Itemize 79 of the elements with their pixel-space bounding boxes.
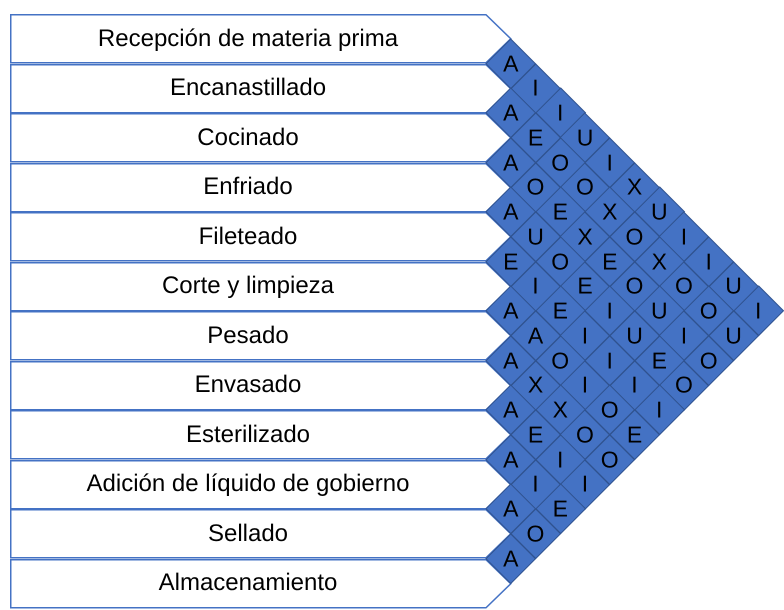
activity-name: Esterilizado: [184, 420, 312, 450]
relationship-code: E: [528, 126, 544, 150]
relationship-code: O: [551, 151, 570, 174]
activity-name: Encanastillado: [168, 73, 328, 104]
relationship-code: I: [532, 274, 539, 298]
activity-name: Cocinado: [196, 122, 300, 153]
relationship-code: O: [626, 225, 644, 248]
relationship-code: E: [652, 349, 667, 372]
relationship-code: U: [650, 200, 668, 224]
relationship-code: O: [700, 300, 718, 322]
activity-name: Sellado: [206, 518, 290, 549]
relationship-code: E: [577, 274, 593, 298]
relationship-code: I: [680, 324, 688, 348]
relationship-code: U: [527, 225, 544, 248]
relationship-code: O: [551, 349, 570, 372]
relationship-code: I: [680, 225, 688, 248]
relationship-code: E: [503, 250, 518, 273]
activity-name: Fileteado: [198, 222, 298, 252]
relationship-code: E: [552, 200, 568, 224]
relationship-code: I: [557, 448, 564, 471]
relationship-code: A: [503, 398, 518, 422]
relationship-code: I: [582, 374, 588, 397]
relationship-code: X: [577, 225, 593, 248]
relationship-code: A: [503, 547, 518, 570]
relationship-code: O: [600, 398, 619, 422]
relationship-code: I: [706, 250, 712, 273]
relationship-code: I: [656, 398, 662, 422]
relationship-code: O: [576, 176, 594, 199]
relationship-code: U: [650, 300, 668, 322]
relationship-code: E: [552, 300, 568, 322]
relationship-code: E: [528, 423, 544, 446]
relationship-code: X: [552, 398, 568, 422]
relationship-code: A: [503, 102, 518, 124]
relationship-code: U: [576, 126, 594, 150]
relationship-code: X: [602, 200, 618, 224]
relationship-code: I: [532, 472, 539, 496]
activity-name: Adición de líquido de gobierno: [86, 469, 410, 500]
relationship-code: A: [503, 151, 518, 174]
relationship-code: I: [606, 151, 613, 174]
relationship-code: I: [631, 374, 638, 397]
activity-name: Corte y limpieza: [160, 271, 336, 302]
relationship-code: O: [600, 448, 619, 471]
relationship-code: A: [503, 498, 518, 520]
relationship-code: E: [602, 250, 618, 273]
relationship-code: A: [503, 349, 518, 372]
relationship-code: U: [626, 324, 643, 348]
relationship-code: O: [675, 274, 693, 298]
activity-name: Almacenamiento: [158, 568, 338, 598]
activity-name: Pesado: [206, 320, 290, 351]
activity-name: Recepción de materia prima: [96, 24, 400, 54]
relationship-code: O: [626, 274, 644, 298]
relationship-code: U: [725, 324, 742, 348]
relationship-code: O: [576, 423, 594, 446]
relationship-code: X: [626, 176, 642, 199]
relationship-code: I: [582, 324, 588, 348]
relationship-code: A: [503, 52, 518, 75]
relationship-code: A: [503, 448, 518, 471]
relationship-code: X: [652, 250, 667, 273]
relationship-code: O: [675, 374, 693, 397]
activity-name: Enfriado: [202, 172, 294, 202]
relationship-code: A: [503, 300, 518, 322]
relationship-code: E: [626, 423, 642, 446]
relationship-code: I: [606, 349, 613, 372]
relationship-code: O: [551, 250, 570, 273]
relationship-diamond: [486, 38, 536, 88]
relationship-code: A: [528, 324, 544, 348]
relationship-code: X: [528, 374, 544, 397]
activity-name: Envasado: [194, 370, 302, 400]
relationship-code: U: [725, 274, 742, 298]
relationship-code: I: [557, 102, 564, 124]
relationship-code: O: [526, 522, 544, 546]
relationship-code: I: [582, 472, 588, 496]
relationship-code: A: [503, 200, 518, 224]
relationship-code: O: [700, 349, 718, 372]
relationship-code: E: [552, 498, 568, 520]
relationship-code: I: [755, 300, 762, 322]
relationship-code: O: [526, 176, 544, 199]
relationship-code: I: [532, 76, 539, 100]
relationship-code: I: [606, 300, 613, 322]
